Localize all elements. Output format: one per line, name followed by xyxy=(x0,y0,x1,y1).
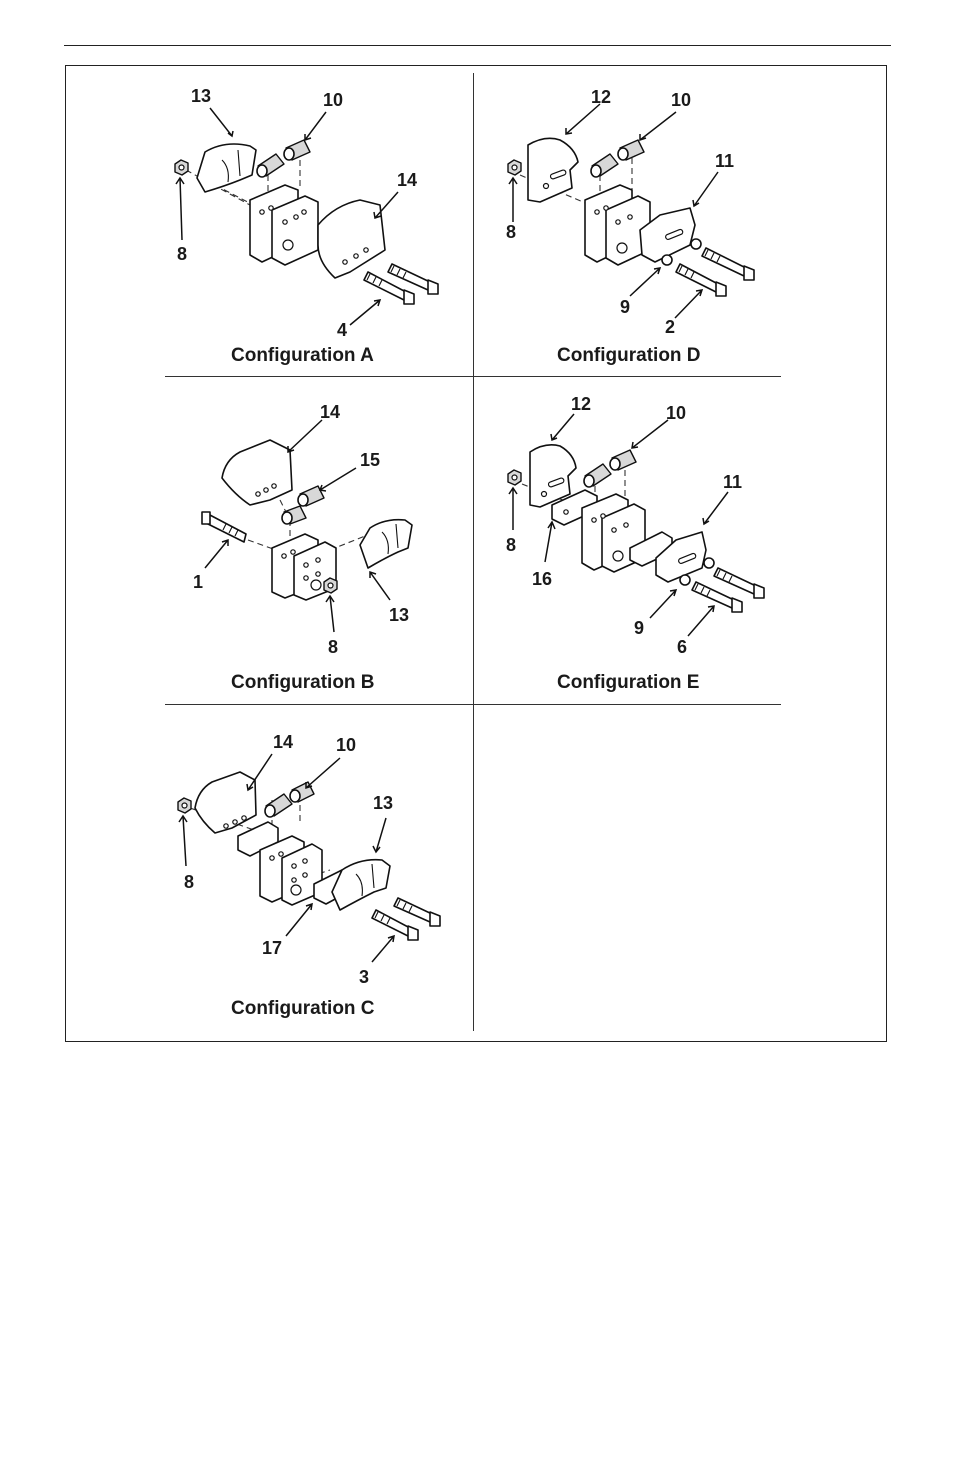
caption-configuration-d: Configuration D xyxy=(557,345,701,366)
callout-16: 16 xyxy=(532,569,552,589)
tooth-icon xyxy=(331,858,391,911)
callout-14: 14 xyxy=(320,402,340,422)
callout-8: 8 xyxy=(506,535,516,555)
callout-13: 13 xyxy=(389,605,409,625)
callout-11: 11 xyxy=(723,472,742,492)
grid-divider-row-2 xyxy=(165,704,781,705)
header-rule xyxy=(64,45,891,46)
callout-15: 15 xyxy=(360,450,380,470)
caption-configuration-e: Configuration E xyxy=(557,672,700,693)
callout-8: 8 xyxy=(184,872,194,892)
callout-12: 12 xyxy=(591,87,611,107)
washer-icon xyxy=(679,574,691,586)
callout-10: 10 xyxy=(666,403,686,423)
callout-10: 10 xyxy=(336,735,356,755)
callout-2: 2 xyxy=(665,317,675,337)
configuration-e-illustration: 12 10 11 8 16 9 6 xyxy=(506,394,765,657)
configuration-a-illustration: 13 10 14 8 4 xyxy=(174,86,439,340)
configuration-b-illustration: 14 15 1 13 8 xyxy=(193,402,413,657)
bolt-icon xyxy=(713,567,757,595)
callout-9: 9 xyxy=(620,297,630,317)
grid-vertical-divider xyxy=(473,73,474,1031)
nose-icon xyxy=(527,137,579,203)
callout-9: 9 xyxy=(634,618,644,638)
callout-12: 12 xyxy=(571,394,591,414)
tooth-icon xyxy=(359,518,413,569)
grid-divider-row-1 xyxy=(165,376,781,377)
caption-configuration-c: Configuration C xyxy=(231,998,375,1019)
shroud-icon xyxy=(317,199,386,279)
callout-10: 10 xyxy=(323,90,343,110)
configuration-d-illustration: 12 10 11 8 9 2 xyxy=(506,87,755,337)
caption-configuration-a: Configuration A xyxy=(231,345,374,366)
nose-icon xyxy=(529,444,577,508)
callout-11: 11 xyxy=(715,151,734,171)
caption-configuration-b: Configuration B xyxy=(231,672,375,693)
callout-1: 1 xyxy=(193,572,203,592)
callout-14: 14 xyxy=(273,732,293,752)
figure-frame xyxy=(65,65,887,1042)
configuration-c-illustration: 14 10 13 8 17 3 xyxy=(177,732,441,987)
callout-8: 8 xyxy=(177,244,187,264)
callout-10: 10 xyxy=(671,90,691,110)
callout-3: 3 xyxy=(359,967,369,987)
wear-cap-icon xyxy=(655,531,707,583)
washer-icon xyxy=(661,254,673,266)
callout-8: 8 xyxy=(506,222,516,242)
callout-6: 6 xyxy=(677,637,687,657)
callout-14: 14 xyxy=(397,170,417,190)
shroud-icon xyxy=(194,771,257,834)
callout-4: 4 xyxy=(337,320,347,340)
callout-13: 13 xyxy=(373,793,393,813)
callout-13: 13 xyxy=(191,86,211,106)
callout-8: 8 xyxy=(328,637,338,657)
callout-17: 17 xyxy=(262,938,282,958)
